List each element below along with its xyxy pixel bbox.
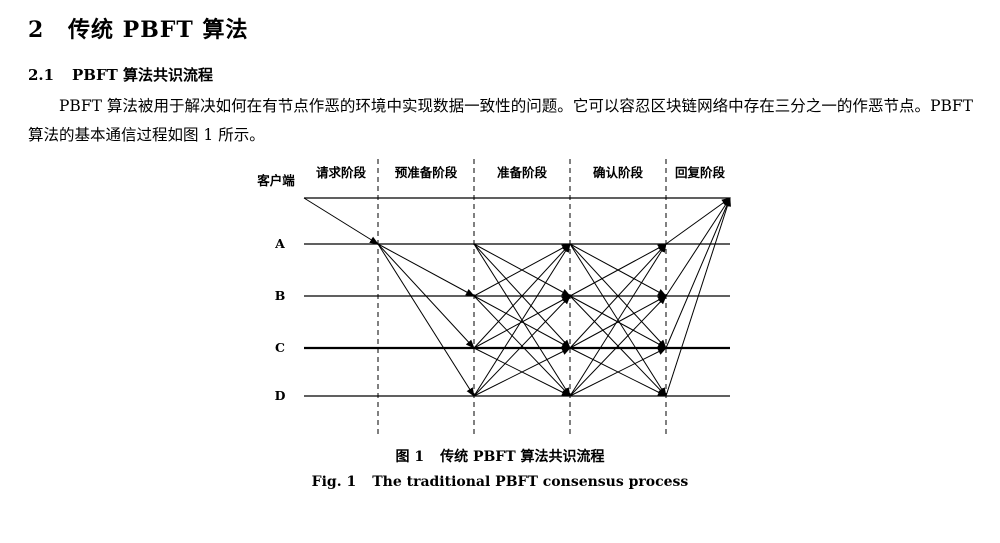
prepare-arrow (473, 243, 571, 349)
client-label: 客户端 (256, 173, 295, 188)
pre-prepare-arrow (377, 243, 475, 397)
reply-arrow (665, 197, 731, 245)
prepare-arrow (473, 295, 571, 349)
phase-label-prepare: 准备阶段 (497, 165, 548, 180)
subsection-title-text: PBFT 算法共识流程 (72, 66, 213, 84)
subsection-number: 2.1 (28, 66, 55, 84)
phase-label-request: 请求阶段 (316, 165, 367, 180)
node-label-a: A (274, 236, 285, 251)
prepare-arrow (473, 347, 571, 397)
prepare-arrow (473, 243, 571, 397)
phase-label-reply: 回复阶段 (675, 165, 726, 180)
prepare-arrow (473, 243, 571, 297)
figure-number-zh: 图 1 (395, 449, 425, 465)
commit-arrow (569, 243, 667, 297)
section-title-text: 传统 PBFT 算法 (68, 17, 249, 43)
figure-caption-zh-text: 传统 PBFT 算法共识流程 (440, 449, 605, 465)
commit-arrow (569, 295, 667, 349)
pre-prepare-arrow (377, 243, 475, 297)
phase-label-pre-prepare: 预准备阶段 (395, 165, 458, 180)
reply-arrow (665, 197, 731, 349)
figure-caption-en: Fig. 1 The traditional PBFT consensus pro… (0, 474, 1000, 490)
commit-arrow (569, 243, 667, 349)
pre-prepare-arrow (377, 243, 475, 349)
body-paragraph: PBFT 算法被用于解决如何在有节点作恶的环境中实现数据一致性的问题。它可以容忍… (28, 97, 973, 144)
phase-label-commit: 确认阶段 (593, 165, 644, 180)
message-arrows (303, 197, 731, 397)
figure-caption-en-text: The traditional PBFT consensus process (372, 474, 689, 490)
request-arrow (303, 197, 379, 245)
section-number: 2 (28, 17, 45, 43)
subsection-title: 2.1 PBFT 算法共识流程 (28, 64, 213, 85)
commit-arrow (569, 295, 667, 397)
commit-arrow (569, 243, 667, 397)
pbft-flow-diagram: 请求阶段 预准备阶段 准备阶段 确认阶段 回复阶段 客户端 A B C D (256, 159, 731, 435)
figure-number-en: Fig. 1 (311, 474, 357, 490)
node-label-b: B (275, 288, 286, 303)
figure-caption-zh: 图 1 传统 PBFT 算法共识流程 (0, 446, 1000, 466)
node-label-c: C (275, 340, 285, 355)
node-label-d: D (275, 388, 286, 403)
prepare-arrow (473, 295, 571, 397)
reply-arrow (665, 197, 731, 397)
reply-arrow (665, 197, 731, 297)
commit-arrow (569, 347, 667, 397)
section-title: 2 传统 PBFT 算法 (28, 12, 248, 44)
